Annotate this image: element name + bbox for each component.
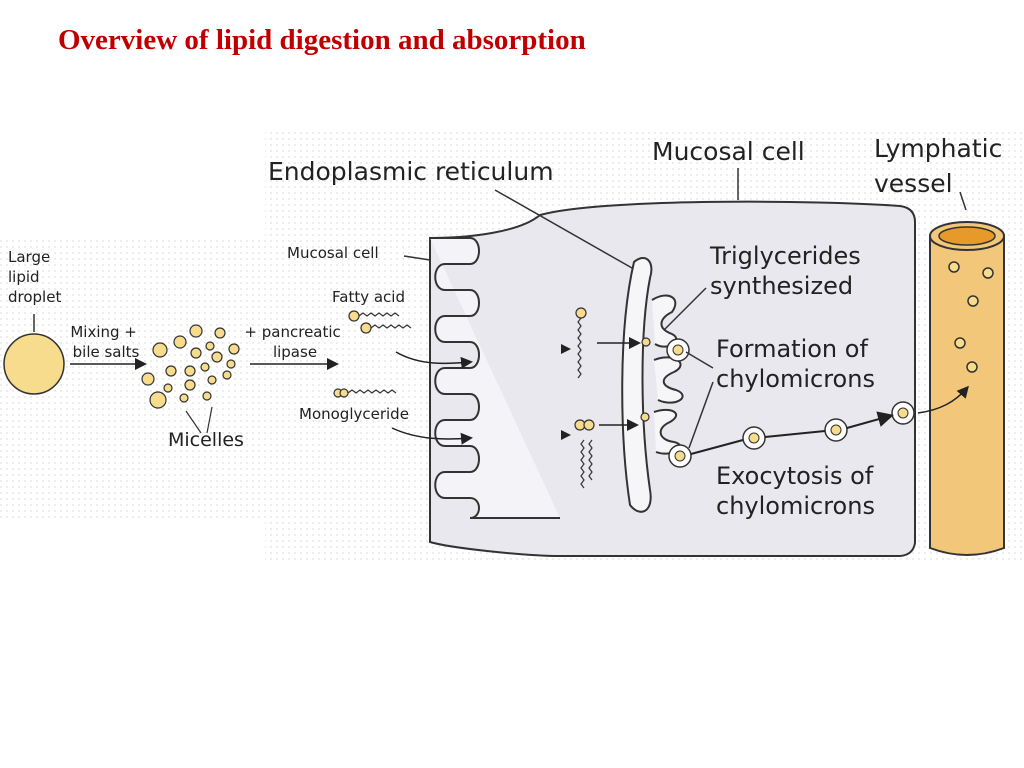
monoglyceride-absorption-arrow	[391, 427, 473, 445]
label-formation-of-chylomicrons: Formation of chylomicrons	[716, 335, 876, 393]
micelles	[141, 324, 240, 409]
fatty-acid-absorption-arrow	[395, 351, 473, 369]
entry-arrowhead-upper	[561, 344, 571, 354]
monoglyceride-molecule	[333, 388, 397, 398]
microvilli	[430, 237, 560, 519]
label-mucosal-cell-large: Mucosal cell	[652, 137, 805, 166]
micelles-leader-lines	[185, 406, 213, 434]
label-triglycerides-synthesized: Triglycerides synthesized	[709, 242, 868, 300]
label-endoplasmic-reticulum: Endoplasmic reticulum	[268, 157, 554, 186]
label-monoglyceride: Monoglyceride	[299, 405, 409, 423]
entry-arrowhead-lower	[561, 430, 571, 440]
label-fatty-acid: Fatty acid	[332, 288, 405, 306]
intracellular-monoglyceride	[574, 419, 595, 489]
slide-title: Overview of lipid digestion and absorpti…	[58, 24, 586, 56]
label-mixing: Mixing + bile salts	[70, 323, 141, 361]
leader-lines	[403, 168, 967, 449]
label-mucosal-cell-small: Mucosal cell	[287, 244, 379, 262]
label-large-lipid-droplet: Large lipid droplet	[8, 248, 61, 306]
exocytosis-path	[690, 416, 890, 455]
lymph-entry-arrow	[917, 385, 969, 414]
label-micelles: Micelles	[168, 429, 244, 451]
label-pancreatic-lipase: + pancreatic lipase	[244, 323, 345, 361]
intracellular-fatty-acid	[575, 307, 587, 379]
large-lipid-droplet	[3, 333, 65, 395]
label-exocytosis-of-chylomicrons: Exocytosis of chylomicrons	[716, 462, 881, 520]
label-lymphatic-vessel: Lymphatic vessel	[874, 134, 1010, 198]
triglyceride-droplets	[640, 337, 651, 422]
fatty-acid-molecules	[348, 310, 412, 334]
